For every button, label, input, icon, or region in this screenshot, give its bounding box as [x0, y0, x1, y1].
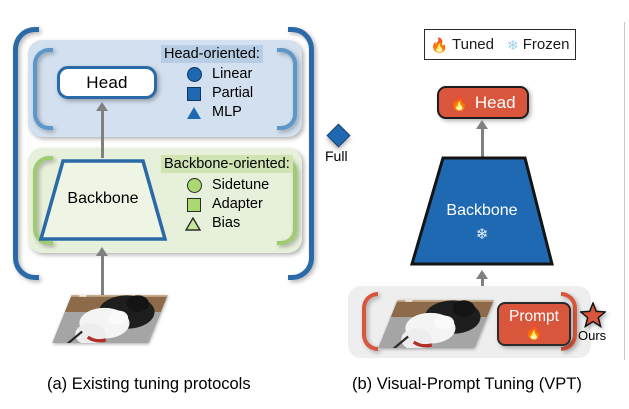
triangle-marker: [185, 217, 201, 231]
arrow-image-to-backbone-tip: [96, 247, 108, 256]
prompt-box-label: Prompt: [509, 307, 559, 325]
flame-icon: 🔥: [450, 94, 468, 111]
legend-item-tuned: 🔥 Tuned: [431, 36, 494, 53]
outer-bracket-left: [13, 27, 39, 280]
backbone-trapezoid: Backbone: [38, 158, 168, 242]
input-image-b-content: [378, 300, 494, 348]
circle-marker: [186, 67, 202, 82]
legend-frozen-label: Frozen: [522, 36, 570, 53]
backbone-oriented-title: Backbone-oriented:: [161, 155, 293, 173]
arrow-backbone-to-head-vpt: [481, 128, 484, 158]
outer-bracket-right: [288, 27, 314, 280]
caption-panel-b: (b) Visual-Prompt Tuning (VPT): [352, 375, 582, 393]
circle-marker: [186, 178, 202, 193]
legend-label: Linear: [212, 66, 253, 82]
arrow-input-to-backbone-vpt-tip: [476, 270, 488, 279]
head-panel-bracket-left: [33, 48, 53, 130]
diamond-marker-full: [326, 123, 351, 148]
head-box-vpt-label: Head: [474, 92, 516, 112]
flame-icon: 🔥: [430, 36, 449, 53]
caption-panel-a: (a) Existing tuning protocols: [47, 375, 251, 393]
full-label: Full: [325, 148, 348, 164]
head-oriented-title: Head-oriented:: [161, 45, 263, 63]
head-box-label: Head: [86, 72, 128, 92]
head-panel-bracket-right: [277, 48, 297, 130]
legend-label: Partial: [212, 85, 254, 101]
backbone-trapezoid-vpt: Backbone ❄: [409, 155, 555, 267]
prompt-box: Prompt 🔥: [497, 302, 571, 346]
snowflake-icon: ❄: [475, 226, 489, 243]
arrow-backbone-to-head-tip: [96, 102, 108, 111]
legend-label: Bias: [212, 215, 241, 231]
backbone-trapezoid-vpt-shape: [409, 156, 554, 266]
input-image-a: [52, 295, 168, 343]
flame-icon: 🔥: [525, 324, 543, 341]
star-marker-ours: [578, 300, 608, 333]
legend-tuned-label: Tuned: [452, 36, 494, 53]
legend-item-bias: Bias: [185, 215, 241, 231]
legend-item-partial: Partial: [186, 85, 253, 101]
arrow-image-to-backbone: [101, 255, 104, 297]
backbone-panel-bracket-left: [33, 156, 53, 245]
legend-item-adapter: Adapter: [186, 196, 263, 212]
input-image-b: [378, 300, 494, 348]
arrow-backbone-to-head-vpt-tip: [476, 120, 488, 129]
legend-item-mlp: MLP: [186, 104, 242, 120]
legend-item-sidetune: Sidetune: [186, 177, 269, 193]
legend-label: MLP: [212, 104, 242, 120]
backbone-trapezoid-vpt-label: Backbone: [446, 202, 518, 219]
prompt-bracket-left: [362, 292, 378, 351]
square-marker: [186, 198, 202, 212]
triangle-marker: [186, 107, 202, 119]
legend-label: Sidetune: [212, 177, 270, 193]
snowflake-icon: ❄: [507, 36, 519, 53]
tuned-frozen-legend: 🔥 Tuned ❄ Frozen: [424, 29, 576, 60]
backbone-trapezoid-label: Backbone: [67, 190, 139, 207]
legend-label: Adapter: [212, 196, 263, 212]
ours-label: Ours: [578, 328, 607, 343]
panel-divider: [624, 22, 625, 360]
square-marker: [186, 87, 202, 101]
legend-item-linear: Linear: [186, 66, 252, 82]
legend-item-frozen: ❄ Frozen: [507, 36, 569, 53]
head-box: Head: [57, 66, 157, 99]
star-marker-shape: [578, 300, 608, 329]
input-image-a-content: [52, 295, 168, 343]
head-box-vpt: 🔥 Head: [437, 86, 529, 119]
backbone-trapezoid-shape: [38, 159, 168, 241]
arrow-backbone-to-head: [101, 110, 104, 158]
